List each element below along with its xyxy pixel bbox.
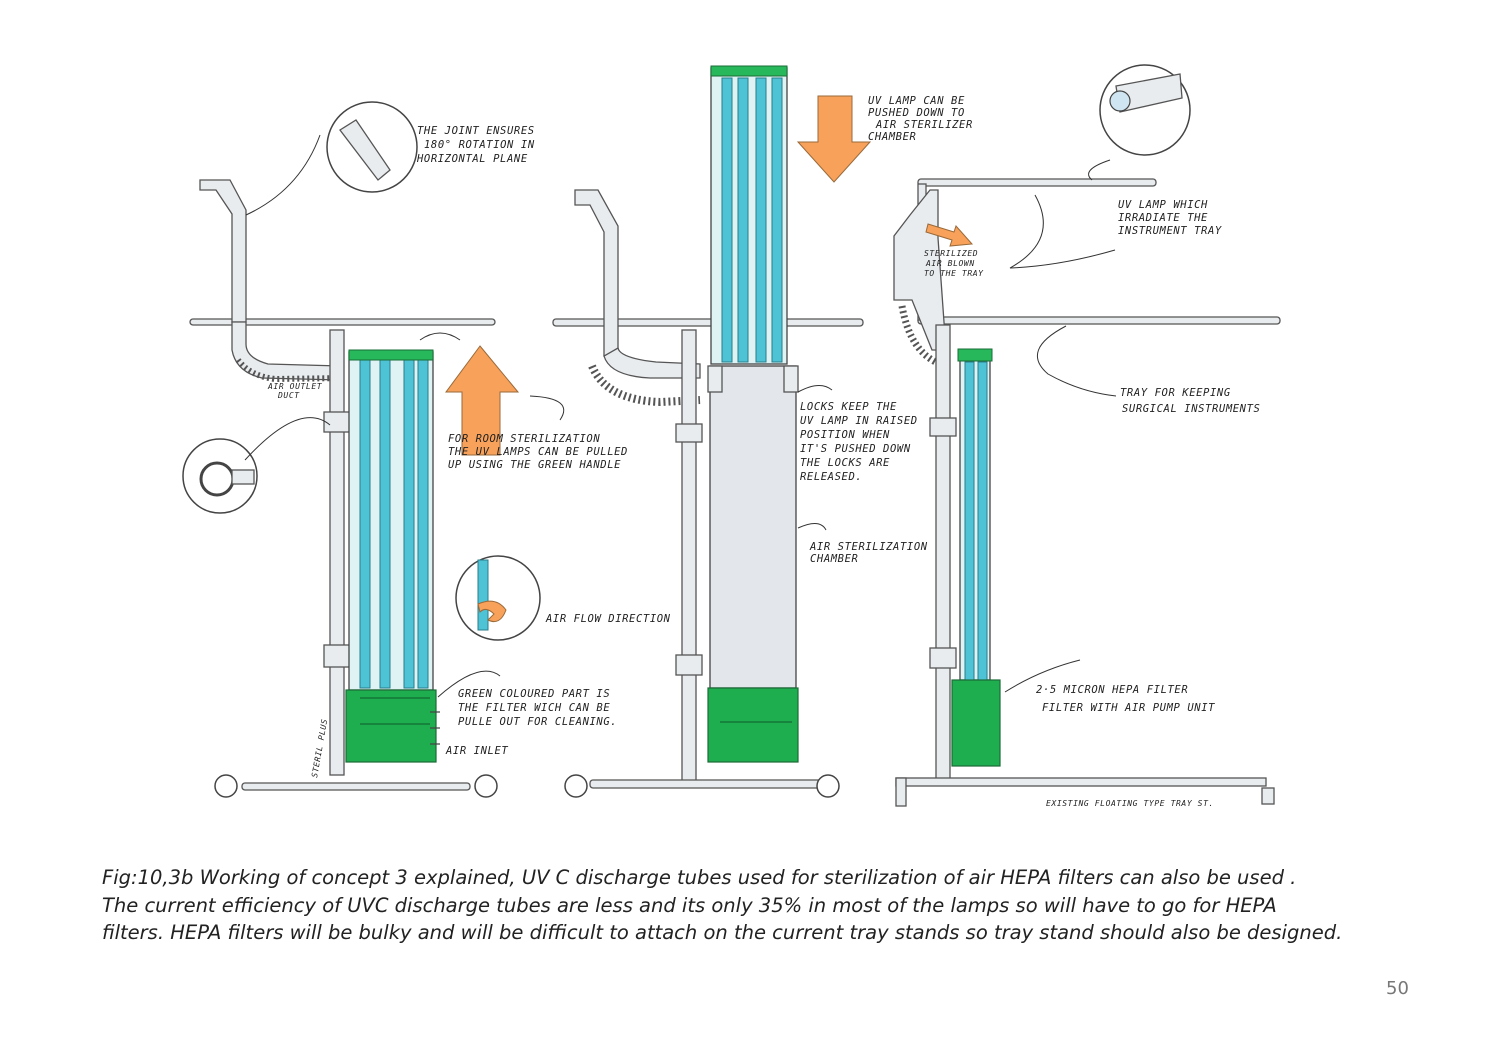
middle-down-arrow bbox=[796, 95, 872, 183]
left-wheel-left bbox=[214, 774, 238, 798]
airflow-detail-circle bbox=[455, 555, 541, 641]
label-uv-tray: UV LAMP WHICH IRRADIATE THE INSTRUMENT T… bbox=[1118, 199, 1222, 237]
left-green-handle bbox=[348, 349, 434, 361]
caption-line-3: filters. HEPA filters will be bulky and … bbox=[102, 921, 1343, 944]
left-clamp-bottom bbox=[323, 644, 351, 668]
label-uv-push: UV LAMP CAN BE PUSHED DOWN TO AIR STERIL… bbox=[868, 95, 980, 143]
page-number: 50 bbox=[1386, 978, 1409, 999]
left-uv-tube-3 bbox=[403, 357, 415, 689]
joint-detail-tube bbox=[339, 119, 391, 181]
caption-line-2: The current efficiency of UVC discharge … bbox=[102, 893, 1277, 917]
concept-3-sketch: THE JOINT ENSURES 180° ROTATION IN HORIZ… bbox=[182, 64, 1281, 808]
left-uv-tube-4 bbox=[417, 357, 429, 689]
left-stand-pole bbox=[329, 329, 345, 776]
right-unit bbox=[893, 64, 1281, 807]
airflow-arrow bbox=[477, 600, 507, 623]
left-up-arrow bbox=[445, 345, 520, 456]
middle-duct-top bbox=[574, 189, 619, 357]
left-clamp-top bbox=[323, 411, 351, 433]
label-joint: THE JOINT ENSURES 180° ROTATION IN HORIZ… bbox=[416, 125, 542, 165]
label-air-flow: AIR FLOW DIRECTION bbox=[545, 613, 671, 625]
clamp-detail-circle bbox=[182, 438, 258, 514]
middle-chamber bbox=[709, 365, 797, 689]
label-locks: LOCKS KEEP THE UV LAMP IN RAISED POSITIO… bbox=[800, 401, 925, 483]
right-floor-tray bbox=[895, 777, 1267, 787]
label-existing-tray: EXISTING FLOATING TYPE TRAY ST. bbox=[1046, 799, 1214, 808]
right-air-arrow bbox=[925, 223, 974, 247]
middle-green-handle bbox=[710, 65, 788, 77]
left-uv-tube-1 bbox=[359, 357, 371, 689]
label-hepa: 2·5 MICRON HEPA FILTER FILTER WITH AIR P… bbox=[1036, 684, 1215, 714]
right-filter bbox=[951, 679, 1001, 767]
right-top-tray bbox=[917, 178, 1157, 187]
label-air-inlet: AIR INLET bbox=[445, 745, 508, 757]
left-base-bar bbox=[241, 782, 471, 791]
middle-duct-flex bbox=[588, 364, 701, 407]
left-filter bbox=[345, 689, 437, 763]
label-brand: STERIL PLUS bbox=[310, 718, 329, 778]
label-green-part: GREEN COLOURED PART IS THE FILTER WICH C… bbox=[458, 688, 617, 728]
label-chamber: AIR STERILIZATION CHAMBER bbox=[809, 541, 935, 565]
left-wheel-right bbox=[474, 774, 498, 798]
label-tray: TRAY FOR KEEPING SURGICAL INSTRUMENTS bbox=[1120, 387, 1260, 415]
right-tray-bar bbox=[917, 316, 1281, 325]
middle-duct-bend bbox=[603, 346, 701, 379]
left-uv-tube-2 bbox=[379, 357, 391, 689]
middle-filter bbox=[707, 687, 799, 763]
label-sterilized-air: STERILIZED AIR BLOWN TO THE TRAY bbox=[924, 249, 984, 278]
right-stand-pole bbox=[935, 324, 951, 784]
label-room-sterilization: FOR ROOM STERILIZATION THE UV LAMPS CAN … bbox=[448, 433, 635, 471]
middle-stand-pole bbox=[681, 329, 697, 786]
caption-line-1: Fig:10,3b Working of concept 3 explained… bbox=[102, 866, 1297, 889]
middle-tray-bar bbox=[552, 318, 864, 327]
middle-unit bbox=[552, 65, 872, 798]
left-unit bbox=[182, 101, 565, 798]
left-duct-top bbox=[199, 179, 247, 323]
middle-base-bar bbox=[589, 779, 823, 789]
left-tray-bar bbox=[189, 318, 496, 326]
label-air-outlet: AIR OUTLET DUCT bbox=[267, 382, 328, 400]
figure-caption: Fig:10,3b Working of concept 3 explained… bbox=[102, 864, 1432, 947]
